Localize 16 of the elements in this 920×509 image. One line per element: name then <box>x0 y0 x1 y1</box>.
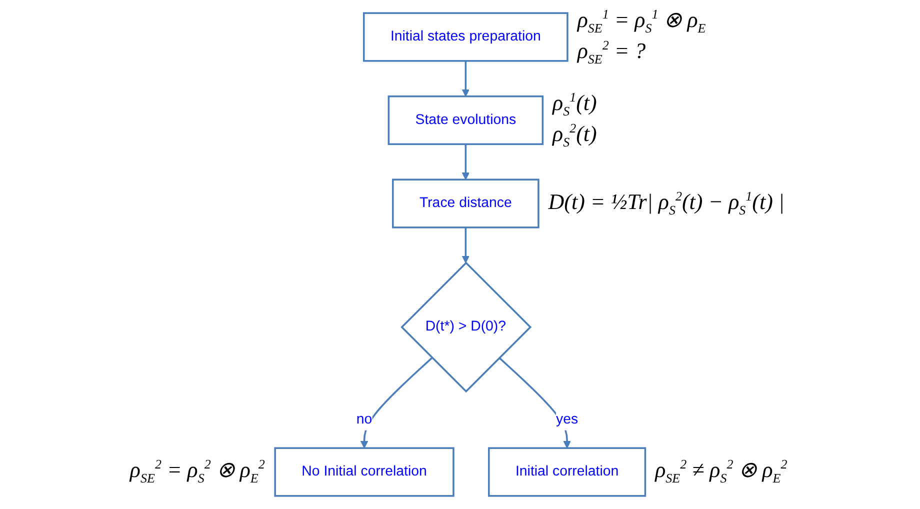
arrow <box>462 60 470 97</box>
formula-text: D(t) = ½Tr| ρ$_{S}$$^{2}$(t) − ρ$_{S}$$^{1}$(t) | <box>548 188 784 220</box>
formula-text: ρ$_{SE}$$^{1}$ = ρ$_{S}$$^{1}$ ⊗ ρ$_{E}$ <box>577 6 706 37</box>
process-box: State evolutions <box>388 95 544 146</box>
formula-text: ρ$_{S}$$^{1}$(t) <box>552 88 597 120</box>
process-box: Trace distance <box>392 178 540 228</box>
process-box: No Initial correlation <box>274 447 454 497</box>
formula-text: ρ$_{SE}$$^{2}$ = ? <box>577 36 647 68</box>
formula-text: ρ$_{S}$$^{2}$(t) <box>552 120 597 152</box>
arrow <box>462 144 470 180</box>
process-box: Initial states preparation <box>362 12 568 62</box>
arrow <box>498 357 571 448</box>
arrow <box>360 357 433 448</box>
process-box: Initial correlation <box>488 447 646 497</box>
arrow <box>462 227 470 264</box>
decision-diamond: D(t*) > D(0)? <box>400 262 532 393</box>
